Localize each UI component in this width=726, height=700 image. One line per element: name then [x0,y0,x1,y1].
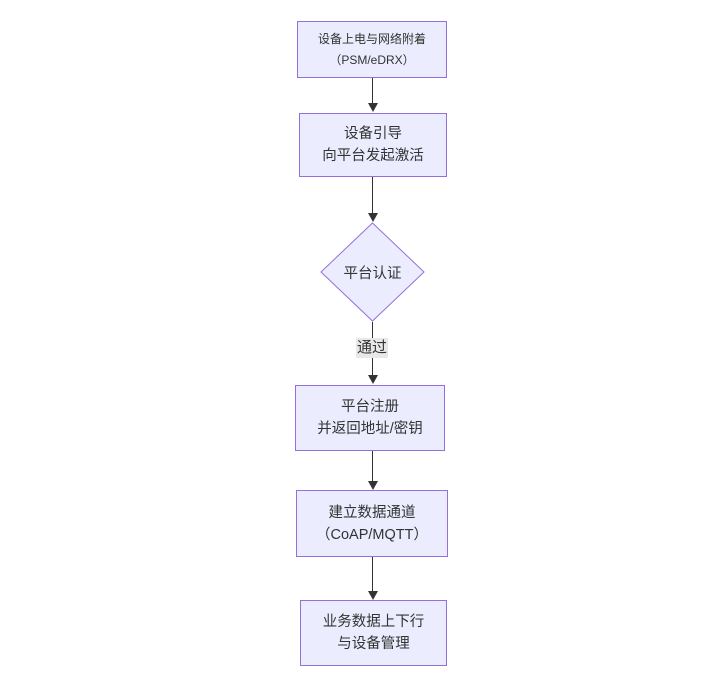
arrow-shaft [372,78,373,103]
node-label-line: 设备引导 [344,126,402,142]
node-label-line: 并返回地址/密钥 [317,421,423,437]
arrowhead-icon [367,103,378,112]
node-label-line: 平台认证 [343,265,402,282]
node-label-line: 业务数据上下行 [322,614,425,630]
arrowhead-icon [367,481,378,490]
node-label-line: 建立数据通道 [328,504,416,521]
node-label-line: 与设备管理 [337,636,410,652]
arrow-shaft [372,451,373,481]
node-platform-register: 平台注册 并返回地址/密钥 [295,385,445,451]
node-bootstrap-activate: 设备引导 向平台发起激活 [299,113,447,177]
arrow-channel-to-business [367,557,378,600]
arrow-register-to-channel [367,451,378,490]
arrow-shaft [372,177,373,213]
arrowhead-icon [367,591,378,600]
node-power-attach: 设备上电与网络附着 （PSM/eDRX） [297,21,447,78]
node-platform-auth: 平台认证 [320,222,425,322]
node-label-line: 设备上电与网络附着 [317,31,426,46]
arrowhead-icon [367,213,378,222]
arrow-power-to-bootstrap [367,78,378,112]
edge-label-pass: 通过 [355,338,389,358]
node-label-line: 平台注册 [341,399,399,415]
arrow-bootstrap-to-auth [367,177,378,222]
node-data-channel: 建立数据通道 （CoAP/MQTT） [296,490,448,557]
node-label-line: （PSM/eDRX） [329,52,415,67]
node-label-line: 向平台发起激活 [322,148,424,164]
node-label-line: （CoAP/MQTT） [316,526,428,543]
arrowhead-icon [367,375,378,384]
diamond-shape [320,222,425,322]
node-business-data: 业务数据上下行 与设备管理 [300,600,447,666]
arrow-shaft [372,557,373,591]
